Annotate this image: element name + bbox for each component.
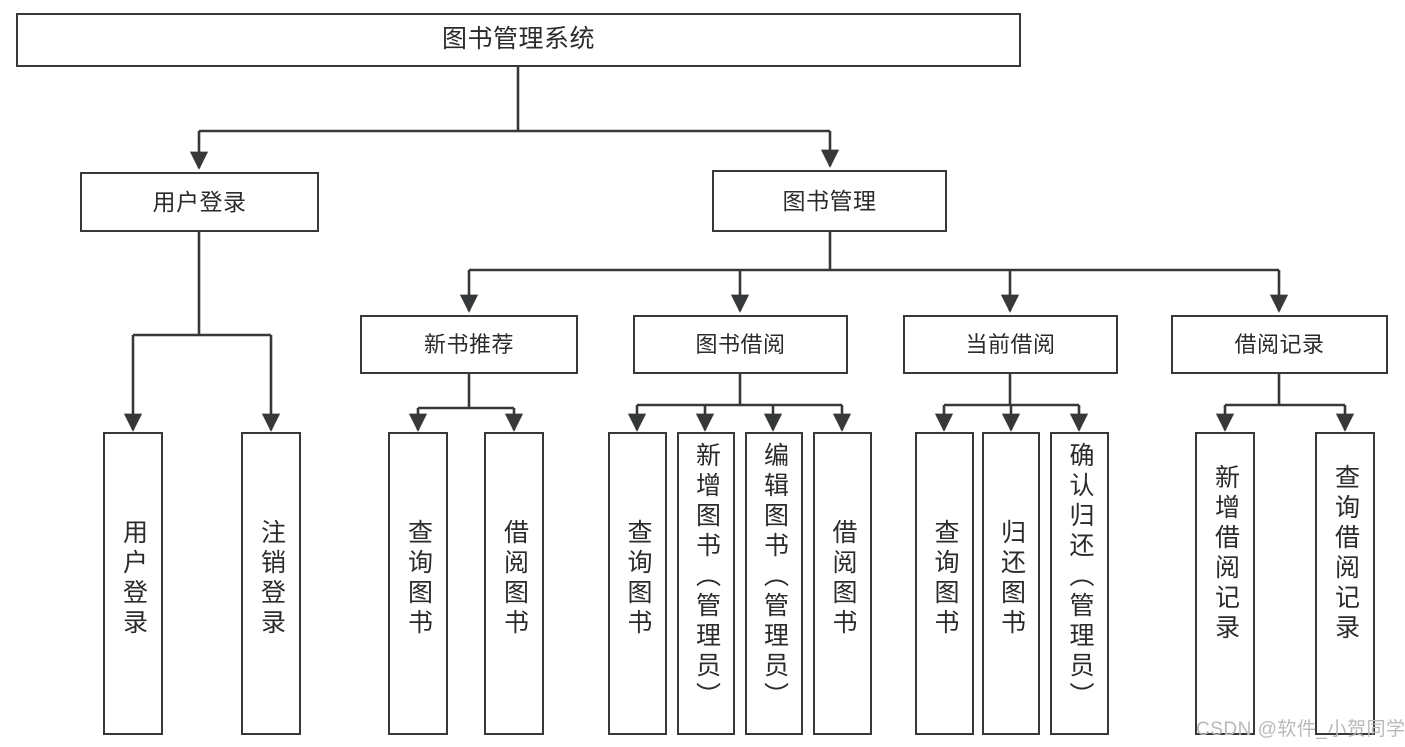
leaf-book-borrow-query-book[interactable]: 查询图书 — [608, 432, 667, 735]
node-user-login[interactable]: 用户登录 — [80, 172, 319, 232]
node-label: 图书借阅 — [695, 331, 786, 357]
node-label: 注销登录 — [257, 519, 286, 639]
node-label: 编辑图书（管理员） — [760, 442, 789, 712]
node-label: 新增图书（管理员） — [692, 442, 721, 712]
node-root-book-management-system[interactable]: 图书管理系统 — [16, 13, 1021, 67]
leaf-new-book-query-book[interactable]: 查询图书 — [388, 432, 448, 735]
node-label: 归还图书 — [997, 519, 1026, 639]
node-borrow-record[interactable]: 借阅记录 — [1171, 315, 1388, 374]
leaf-book-borrow-borrow-book[interactable]: 借阅图书 — [813, 432, 872, 735]
leaf-new-book-borrow-book[interactable]: 借阅图书 — [484, 432, 544, 735]
leaf-user-login-logout[interactable]: 注销登录 — [241, 432, 301, 735]
node-current-borrow[interactable]: 当前借阅 — [903, 315, 1118, 374]
node-label: 当前借阅 — [965, 331, 1056, 357]
node-label: 查询图书 — [931, 519, 959, 639]
node-new-book-recommend[interactable]: 新书推荐 — [360, 315, 578, 374]
node-label: 查询图书 — [404, 519, 433, 639]
leaf-book-borrow-edit-book-admin[interactable]: 编辑图书（管理员） — [745, 432, 803, 735]
node-label: 借阅图书 — [829, 519, 857, 639]
node-book-management[interactable]: 图书管理 — [712, 170, 947, 232]
node-label: 借阅图书 — [500, 519, 529, 639]
leaf-borrow-record-query-record[interactable]: 查询借阅记录 — [1315, 432, 1375, 735]
node-label: 确认归还（管理员） — [1066, 442, 1094, 712]
leaf-current-borrow-confirm-return-admin[interactable]: 确认归还（管理员） — [1050, 432, 1109, 735]
node-label: 查询图书 — [624, 519, 652, 639]
node-label: 图书管理 — [782, 187, 877, 214]
node-label: 用户登录 — [119, 519, 148, 639]
node-label: 新增借阅记录 — [1211, 464, 1240, 644]
node-label: 借阅记录 — [1234, 331, 1325, 357]
leaf-borrow-record-add-record[interactable]: 新增借阅记录 — [1195, 432, 1255, 735]
node-label: 查询借阅记录 — [1331, 464, 1360, 644]
leaf-current-borrow-return-book[interactable]: 归还图书 — [982, 432, 1040, 735]
node-label: 新书推荐 — [423, 331, 514, 357]
node-label: 图书管理系统 — [441, 25, 595, 54]
csdn-watermark: CSDN @软件_小贺同学 — [1196, 719, 1405, 740]
leaf-user-login-login[interactable]: 用户登录 — [103, 432, 163, 735]
node-label: 用户登录 — [152, 188, 247, 215]
node-book-borrow[interactable]: 图书借阅 — [633, 315, 848, 374]
leaf-book-borrow-add-book-admin[interactable]: 新增图书（管理员） — [677, 432, 735, 735]
leaf-current-borrow-query-book[interactable]: 查询图书 — [915, 432, 974, 735]
